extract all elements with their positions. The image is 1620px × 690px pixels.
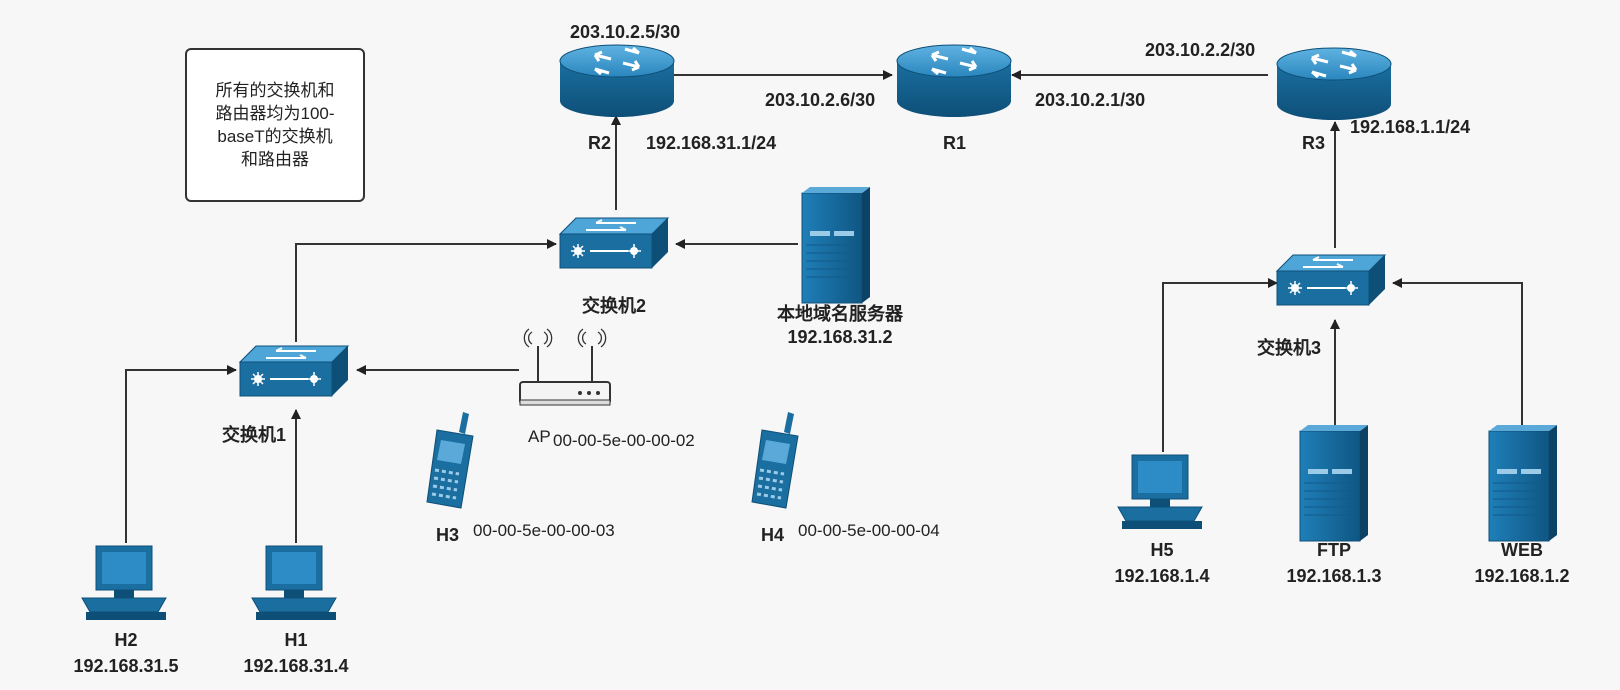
switch-3-icon	[1276, 254, 1386, 306]
switch-2-label: 交换机2	[582, 296, 647, 316]
r3-name-label: R3	[1302, 133, 1326, 153]
note-box: 所有的交换机和 路由器均为100- baseT的交换机 和路由器	[185, 48, 365, 202]
r1-name-label: R1	[943, 133, 967, 153]
h3-mac-label: 00-00-5e-00-00-03	[473, 521, 615, 540]
dns-ip-label: 192.168.31.2	[787, 327, 893, 347]
h5-ip-label: 192.168.1.4	[1114, 566, 1210, 586]
ap-name-label: AP	[528, 427, 551, 446]
switch-1-label: 交换机1	[222, 425, 287, 445]
h5-name-label: H5	[1150, 540, 1174, 560]
ftp-name-label: FTP	[1317, 540, 1351, 560]
h1-ip-label: 192.168.31.4	[243, 656, 349, 676]
h1-name-label: H1	[284, 630, 308, 650]
h2-ip-label: 192.168.31.5	[73, 656, 179, 676]
link-web-sw3	[1392, 278, 1523, 426]
r2-lan-ip-label: 192.168.31.1/24	[646, 133, 777, 153]
access-point-icon	[519, 328, 611, 406]
switch-2-icon	[559, 217, 669, 269]
h4-name-label: H4	[761, 525, 785, 545]
r1-right-ip-label: 203.10.2.1/30	[1035, 90, 1146, 110]
link-h5-sw3	[1162, 278, 1278, 452]
r2-name-label: R2	[588, 133, 612, 153]
r3-wan-ip-label: 203.10.2.2/30	[1145, 40, 1256, 60]
ftp-ip-label: 192.168.1.3	[1286, 566, 1382, 586]
ap-mac-label: 00-00-5e-00-00-02	[553, 431, 695, 450]
dns-name-label: 本地域名服务器	[777, 304, 903, 324]
router-r3-icon	[1275, 46, 1393, 122]
r2-wan-ip-label: 203.10.2.5/30	[570, 22, 681, 42]
web-ip-label: 192.168.1.2	[1474, 566, 1570, 586]
pc-h1-icon	[251, 545, 337, 621]
h3-name-label: H3	[436, 525, 460, 545]
ftp-server-icon	[1299, 424, 1369, 542]
pc-h5-icon	[1117, 454, 1203, 530]
dns-server-icon	[801, 186, 871, 304]
h4-mac-label: 00-00-5e-00-00-04	[798, 521, 940, 540]
r1-left-ip-label: 203.10.2.6/30	[765, 90, 876, 110]
r3-lan-ip-label: 192.168.1.1/24	[1350, 117, 1471, 137]
link-sw1-sw2	[295, 239, 557, 342]
pc-h2-icon	[81, 545, 167, 621]
link-h2-sw1	[125, 365, 237, 543]
switch-3-label: 交换机3	[1257, 338, 1322, 358]
router-r2-icon	[558, 43, 676, 119]
web-name-label: WEB	[1501, 540, 1543, 560]
h2-name-label: H2	[114, 630, 138, 650]
phone-h4-icon	[750, 410, 800, 510]
switch-1-icon	[239, 345, 349, 397]
router-r1-icon	[895, 43, 1013, 119]
note-text: 所有的交换机和 路由器均为100- baseT的交换机 和路由器	[215, 81, 335, 169]
web-server-icon	[1488, 424, 1558, 542]
phone-h3-icon	[425, 410, 475, 510]
